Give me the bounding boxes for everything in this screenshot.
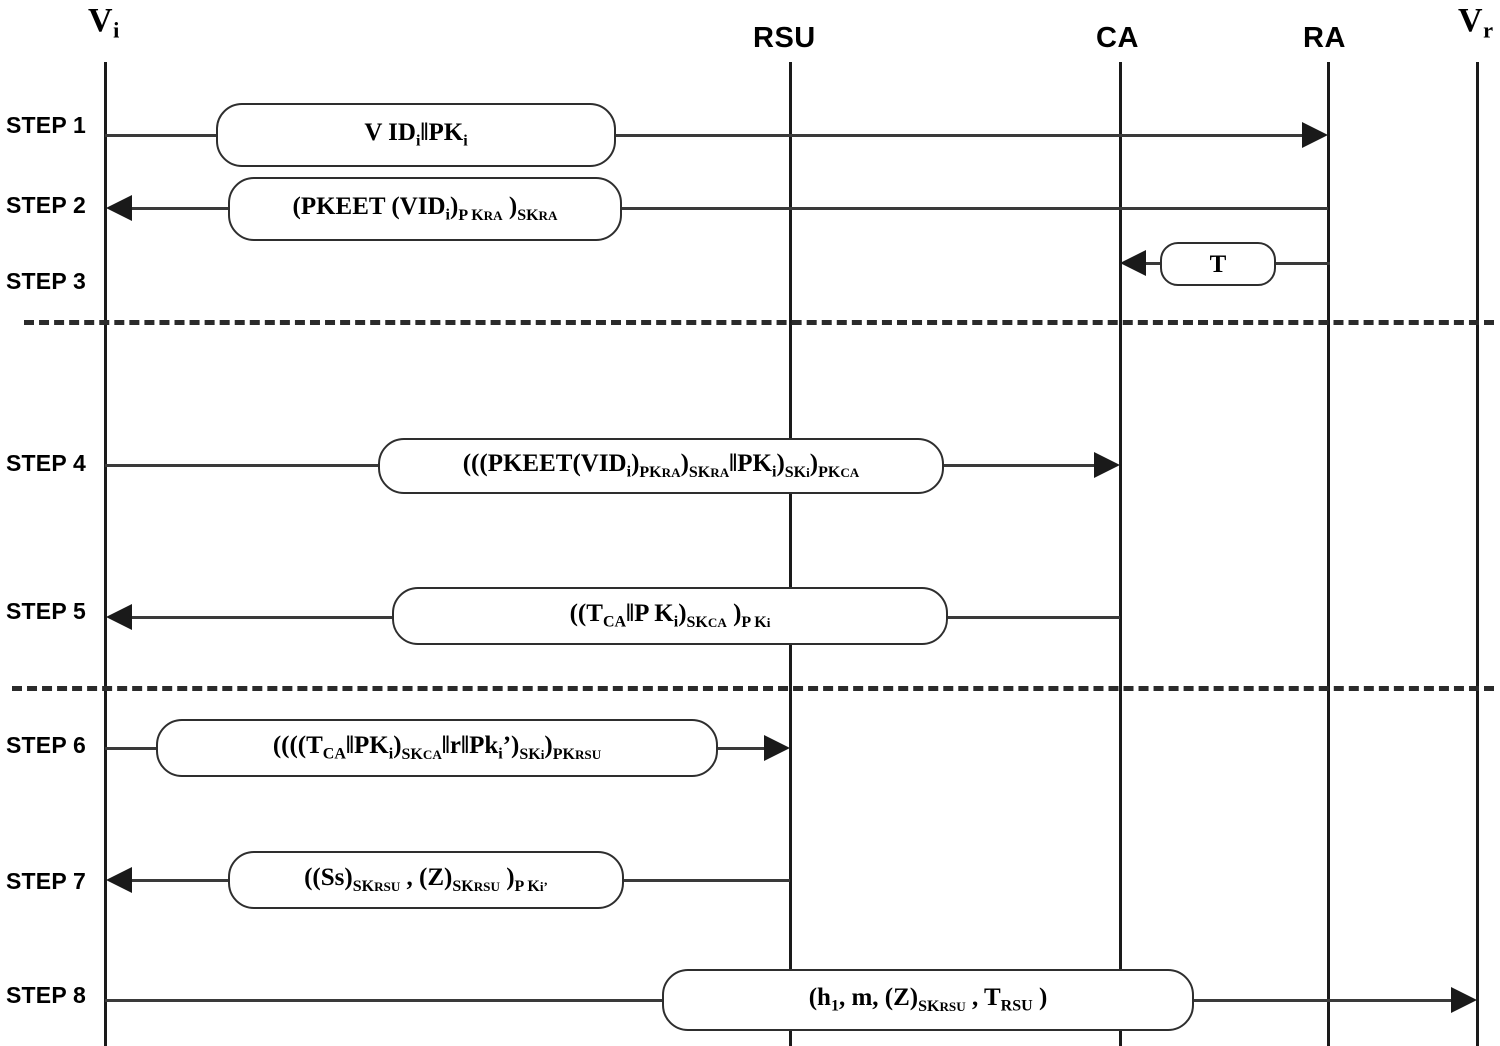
arrow-head-step1 bbox=[1302, 122, 1328, 148]
message-line-step2 bbox=[128, 207, 1328, 210]
message-box-step2: (PKEET (VIDi)P KRA )SKRA bbox=[228, 177, 622, 241]
step-label-3: STEP 3 bbox=[6, 268, 87, 294]
step-label-4: STEP 4 bbox=[6, 450, 87, 476]
actor-label-vi: Vi bbox=[88, 2, 120, 44]
message-box-step5: ((TCA‖P Ki)SKCA )P Ki bbox=[392, 587, 948, 645]
step-label-8: STEP 8 bbox=[6, 982, 87, 1008]
message-text-step4: (((PKEET(VIDi)PKRA)SKRA‖PKi)SKi)PKCA bbox=[462, 450, 860, 481]
arrow-head-step5 bbox=[106, 604, 132, 630]
message-text-step5: ((TCA‖P Ki)SKCA )P Ki bbox=[569, 600, 771, 631]
message-box-step1: V IDi‖PKi bbox=[216, 103, 616, 167]
actor-label-vr: Vr bbox=[1458, 2, 1494, 44]
message-text-step8: (h1, m, (Z)SKRSU , TRSU ) bbox=[808, 984, 1048, 1015]
arrow-head-step6 bbox=[764, 735, 790, 761]
message-box-step8: (h1, m, (Z)SKRSU , TRSU ) bbox=[662, 969, 1194, 1031]
phase-separator-2 bbox=[12, 686, 1494, 691]
message-box-step6: ((((TCA‖PKi)SKCA‖r‖Pki’)SKi)PKRSU bbox=[156, 719, 718, 777]
step-label-7: STEP 7 bbox=[6, 868, 87, 894]
actor-label-ra: RA bbox=[1303, 22, 1346, 55]
actor-vr-main: V bbox=[1458, 2, 1484, 39]
step-label-2: STEP 2 bbox=[6, 192, 87, 218]
actor-vi-sub: i bbox=[113, 17, 120, 43]
arrow-head-step4 bbox=[1094, 452, 1120, 478]
arrow-head-step3 bbox=[1120, 250, 1146, 276]
actor-ra-main: RA bbox=[1303, 22, 1346, 54]
lifeline-vr bbox=[1476, 62, 1479, 1046]
message-box-step4: (((PKEET(VIDi)PKRA)SKRA‖PKi)SKi)PKCA bbox=[378, 438, 944, 494]
message-text-step1: V IDi‖PKi bbox=[364, 119, 468, 150]
actor-label-ca: CA bbox=[1096, 22, 1139, 55]
message-line-step1 bbox=[105, 134, 1305, 137]
arrow-head-step8 bbox=[1451, 987, 1477, 1013]
actor-vi-main: V bbox=[88, 2, 114, 39]
lifeline-ra bbox=[1327, 62, 1330, 1046]
lifeline-rsu bbox=[789, 62, 792, 1046]
message-text-step2: (PKEET (VIDi)P KRA )SKRA bbox=[292, 193, 558, 224]
step-label-6: STEP 6 bbox=[6, 732, 87, 758]
phase-separator-1 bbox=[24, 320, 1494, 325]
message-box-step3: T bbox=[1160, 242, 1276, 286]
actor-rsu-main: RSU bbox=[753, 22, 816, 54]
actor-vr-sub: r bbox=[1483, 17, 1494, 43]
message-text-step7: ((Ss)SKRSU , (Z)SKRSU )P Ki’ bbox=[304, 864, 548, 895]
actor-label-rsu: RSU bbox=[753, 22, 816, 55]
message-text-step3: T bbox=[1209, 250, 1227, 278]
step-label-5: STEP 5 bbox=[6, 598, 87, 624]
lifeline-vi bbox=[104, 62, 107, 1046]
message-box-step7: ((Ss)SKRSU , (Z)SKRSU )P Ki’ bbox=[228, 851, 624, 909]
arrow-head-step2 bbox=[106, 195, 132, 221]
lifeline-ca bbox=[1119, 62, 1122, 1046]
message-text-step6: ((((TCA‖PKi)SKCA‖r‖Pki’)SKi)PKRSU bbox=[272, 732, 602, 763]
arrow-head-step7 bbox=[106, 867, 132, 893]
step-label-1: STEP 1 bbox=[6, 112, 87, 138]
actor-ca-main: CA bbox=[1096, 22, 1139, 54]
